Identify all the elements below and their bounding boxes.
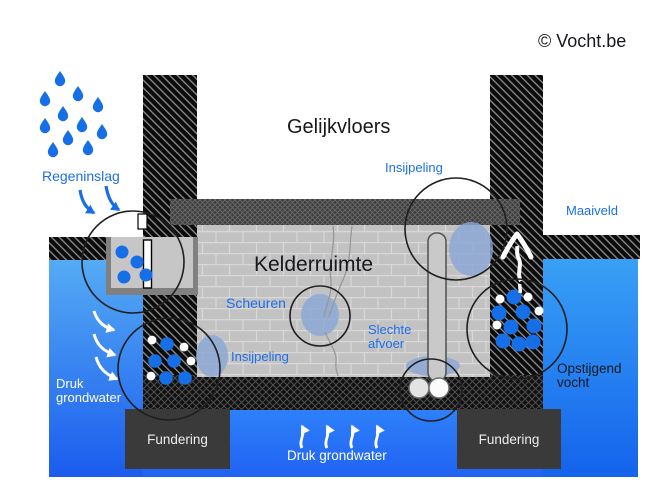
label-ground-floor: Gelijkvloers [287,116,391,138]
ceiling-slab [170,199,520,225]
label-foundation-right: Fundering [478,432,540,447]
label-pressure-side-line2: grondwater [56,389,122,405]
label-rain-impact: Regeninslag [42,168,120,184]
rain-impact-arrows-icon [78,185,121,215]
label-cracks: Scheuren [226,295,286,311]
basement-window [142,239,153,289]
magnifier-left-dots [117,317,221,421]
pressure-arrows-bottom-icon [299,424,385,449]
magnifier-drain [399,358,463,422]
wall-cracks [323,225,353,377]
label-pressure-side-line1: Druk [56,376,84,391]
ground-band-left [49,237,106,260]
ground-band-right [543,235,640,259]
magnifier-circles [81,177,568,422]
copyright-watermark: © Vocht.be [538,31,627,51]
label-rising-damp: Opstijgend vocht [557,361,622,391]
wall-vent [137,213,148,230]
moisture-dots-right-wall [491,289,544,352]
label-groundwater-pressure-bottom: Druk grondwater [287,448,387,463]
floor-slab [143,375,543,410]
label-basement: Kelderruimte [254,253,374,276]
label-rising-damp-line1: Opstijgend [557,361,622,376]
drain-pipe [408,232,450,399]
moisture-dots-left-wall [146,335,196,385]
label-foundation-left: Fundering [147,432,208,447]
label-bad-drainage-line2: afvoer [368,335,405,351]
label-seepage-wall: Insijpeling [231,349,289,364]
magnifier-crack [289,285,351,347]
label-rising-damp-line2: vocht [557,375,590,391]
foundation-block-right [457,409,561,469]
label-groundwater-pressure-side: Druk grondwater [56,377,121,405]
window-well [106,237,198,295]
drain-ball-left [408,377,430,399]
magnifier-pipe-top [404,177,508,281]
magnifier-right-dots [466,278,568,380]
pressure-arrows-left-icon [92,310,119,381]
drain-ball-right [428,377,450,399]
label-bad-drainage: Slechte afvoer [368,323,411,351]
label-seepage-ceiling: Insijpeling [385,160,443,175]
magnifier-window-well [81,210,185,314]
rising-damp-arrow-icon [500,231,534,294]
water-drops-window [115,245,153,284]
rain-drops-icon [39,71,108,158]
label-bad-drainage-line1: Slechte [368,322,412,337]
label-ground-level: Maaiveld [566,203,619,218]
